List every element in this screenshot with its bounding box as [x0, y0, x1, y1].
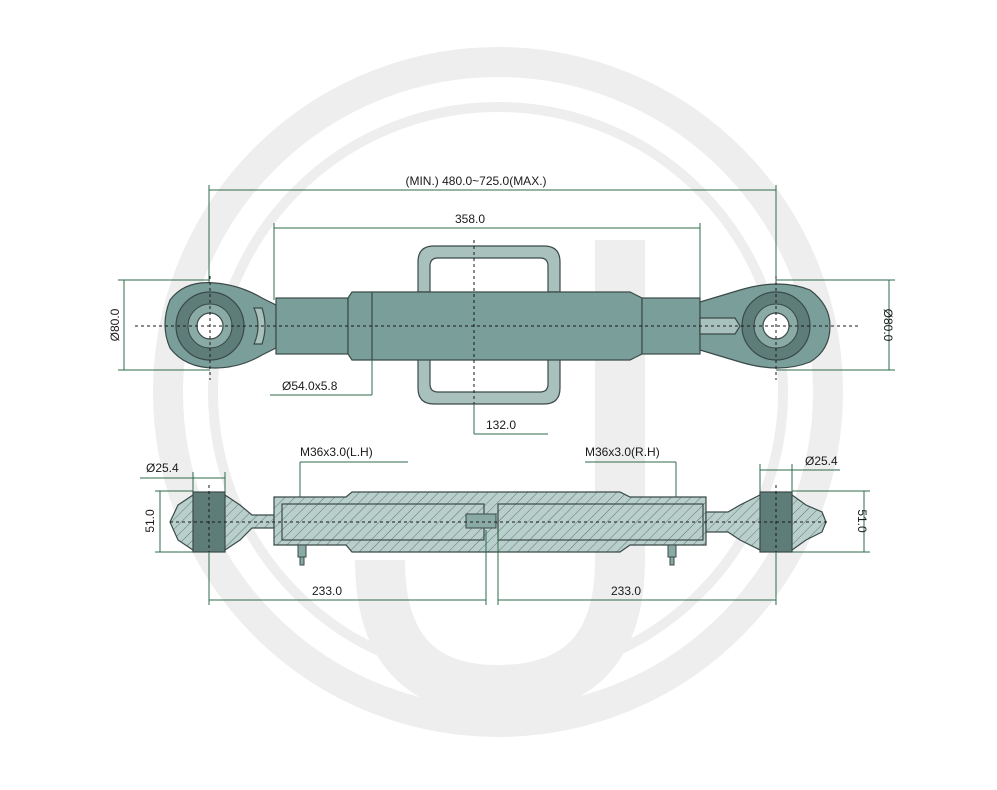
tube-length-label: 358.0: [455, 212, 485, 226]
right-pin-diameter-label: Ø25.4: [805, 454, 838, 468]
lock-bolt: [465, 513, 497, 529]
left-grease-nipple: [297, 544, 307, 566]
left-pin-diameter-label: Ø25.4: [146, 461, 179, 475]
section-view: M36x3.0(L.H) M36x3.0(R.H) Ø25.4 Ø25.4 51…: [140, 445, 870, 605]
overall-length-label: (MIN.) 480.0~725.0(MAX.): [405, 174, 546, 188]
right-grease-nipple: [667, 544, 677, 566]
top-handle-lower: [417, 354, 561, 405]
left-eye-diameter-label: Ø80.0: [108, 308, 122, 341]
right-ball-width-label: 51.0: [855, 509, 869, 533]
right-spindle: [497, 503, 704, 541]
top-view: (MIN.) 480.0~725.0(MAX.) 358.0: [108, 174, 895, 435]
left-thread-label: M36x3.0(L.H): [300, 445, 373, 459]
handle-width-label: 132.0: [486, 418, 516, 432]
right-eye-diameter-label: Ø80.0: [881, 309, 895, 342]
watermark-logo: [153, 47, 843, 737]
right-half-length-label: 233.0: [611, 584, 641, 598]
left-half-length-label: 233.0: [312, 584, 342, 598]
left-ball-width-label: 51.0: [143, 509, 157, 533]
top-handle-upper: [417, 245, 561, 293]
tube-spec-label: Ø54.0x5.8: [282, 379, 338, 393]
right-thread-label: M36x3.0(R.H): [585, 445, 660, 459]
